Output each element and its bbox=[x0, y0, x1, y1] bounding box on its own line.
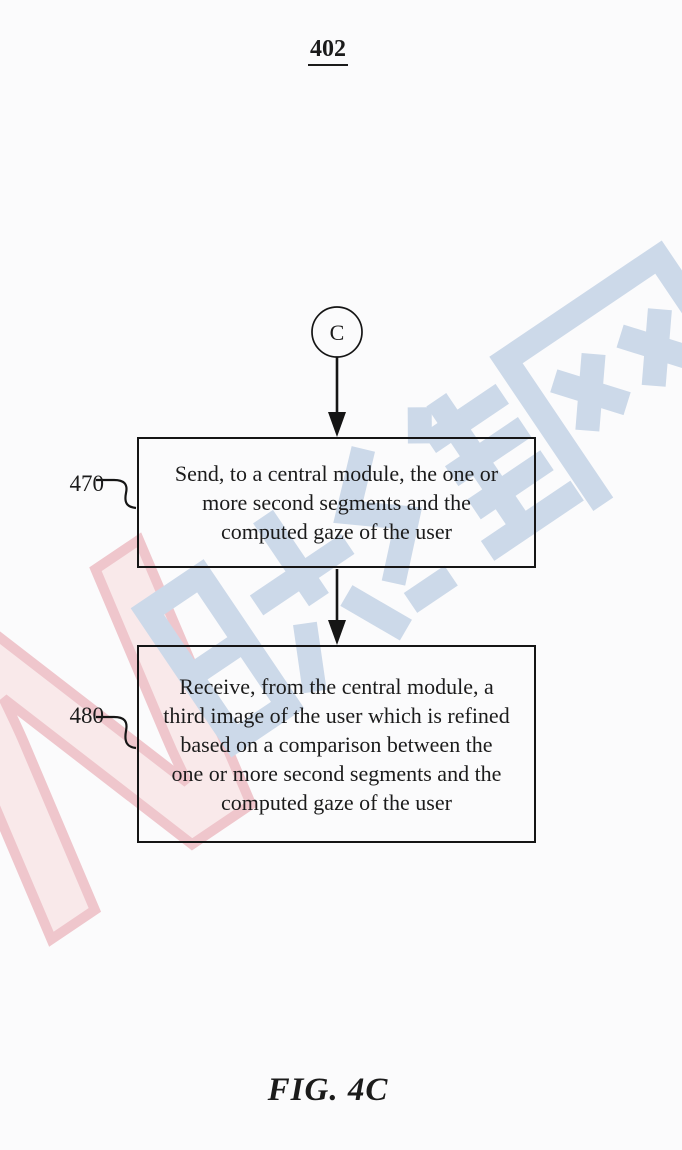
arrowhead-box480-icon bbox=[328, 620, 346, 645]
flow-step-box-470: Send, to a central module, the one or mo… bbox=[137, 437, 536, 568]
flow-step-text-480: Receive, from the central module, a thir… bbox=[163, 673, 510, 815]
flow-step-box-480: Receive, from the central module, a thir… bbox=[137, 645, 536, 843]
flow-step-text-470: Send, to a central module, the one or mo… bbox=[174, 461, 499, 544]
figure-number-text: 402 bbox=[308, 36, 348, 66]
figure-caption: FIG. 4C bbox=[267, 1072, 389, 1108]
step-ref-470: 470 bbox=[69, 471, 105, 496]
watermark-char-wang-icon bbox=[489, 240, 682, 511]
watermark-char-ying-icon bbox=[130, 509, 412, 758]
step-ref-480: 480 bbox=[69, 703, 105, 728]
leader-hook-470 bbox=[96, 478, 137, 510]
arrowhead-box470-icon bbox=[328, 412, 346, 437]
figure-number: 402 bbox=[0, 36, 656, 66]
leader-hook-480 bbox=[96, 715, 137, 750]
entry-connector-label: C bbox=[330, 320, 345, 345]
